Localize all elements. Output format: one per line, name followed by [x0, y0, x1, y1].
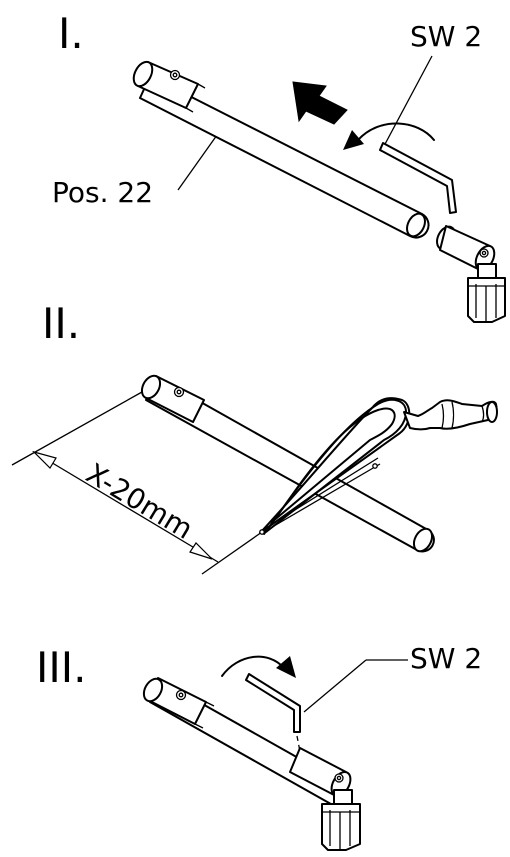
step-2: II. X-20mm: [11, 299, 498, 575]
push-direction-arrow-icon: [292, 81, 348, 125]
step-1-wrench-leader: [383, 55, 433, 147]
tube-clamp: [321, 789, 361, 851]
hex-key-sw2-icon: [245, 673, 301, 733]
tube-connector: [436, 225, 506, 323]
step-3: III. SW 2: [36, 642, 482, 851]
rotate-arrow-icon: [343, 122, 435, 150]
step-3-numeral: III.: [36, 643, 87, 692]
step-3-wrench-leader-b: [303, 659, 367, 713]
tube-shortened: [142, 677, 352, 809]
tube-being-cut: [140, 374, 435, 553]
hacksaw-icon: [259, 397, 498, 535]
hex-key-sw2-icon: [379, 142, 457, 214]
step-1-wrench-callout: SW 2: [410, 20, 482, 53]
rotate-arrow-icon: [221, 655, 296, 678]
step-1-numeral: I.: [58, 9, 84, 58]
step-2-numeral: II.: [42, 299, 80, 348]
cut-length-label: X-20mm: [80, 457, 198, 546]
step-3-wrench-callout: SW 2: [410, 642, 482, 675]
step-1: I. SW 2 Pos. 22: [52, 9, 506, 323]
step-1-tube-leader: [177, 127, 223, 191]
step-1-tube-callout: Pos. 22: [52, 176, 153, 209]
tube-pos-22: [132, 60, 430, 239]
